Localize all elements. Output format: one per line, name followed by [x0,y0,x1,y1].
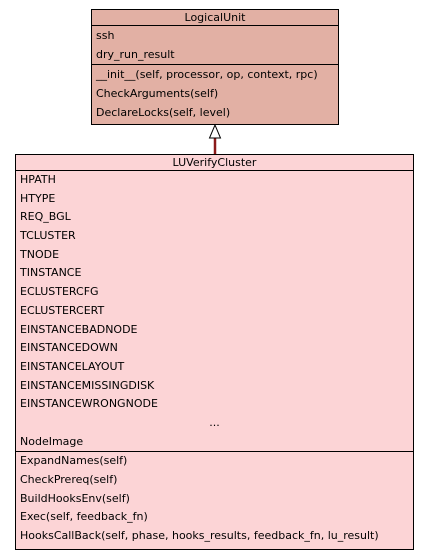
inheritance-arrow [208,123,222,155]
attribute-dry-run-result: dry_run_result [96,48,175,61]
inheritance-arrowhead-icon [208,123,222,139]
attribute-tcluster: TCLUSTER [20,229,76,243]
attribute-tinstance: TINSTANCE [20,266,82,280]
methods-section: __init__(self, processor, op, context, r… [92,64,338,122]
class-box-luverifycluster: LUVerifyCluster HPATH HTYPE REQ_BGL TCLU… [15,154,414,550]
attribute-einstancedown: EINSTANCEDOWN [20,341,118,355]
methods-section: ExpandNames(self) CheckPrereq(self) Buil… [16,451,413,545]
attribute-einstancemissingdisk: EINSTANCEMISSINGDISK [20,378,155,392]
attribute-einstancelayout: EINSTANCELAYOUT [20,359,125,373]
attributes-section: ssh dry_run_result [92,26,338,64]
attribute-htype: HTYPE [20,191,56,205]
method-expand-names: ExpandNames(self) [20,454,128,468]
attributes-section: HPATH HTYPE REQ_BGL TCLUSTER TNODE TINST… [16,171,413,451]
class-name-luverifycluster: LUVerifyCluster [16,155,413,171]
attribute-tnode: TNODE [20,247,60,261]
class-box-logicalunit: LogicalUnit ssh dry_run_result __init__(… [91,9,339,125]
method-check-prereq: CheckPrereq(self) [20,473,118,486]
attribute-einstancebadnode: EINSTANCEBADNODE [20,322,138,336]
attribute-eclustercfg: ECLUSTERCFG [20,285,99,299]
attribute-hpath: HPATH [20,173,56,186]
attributes-ellipsis: ... [209,415,220,429]
attribute-ssh: ssh [96,29,115,42]
method-init: __init__(self, processor, op, context, r… [96,68,318,81]
attribute-req-bgl: REQ_BGL [20,210,71,224]
attribute-eclustercert: ECLUSTERCERT [20,303,105,317]
method-check-arguments: CheckArguments(self) [96,87,219,100]
method-exec: Exec(self, feedback_fn) [20,510,148,524]
method-hooks-callback: HooksCallBack(self, phase, hooks_results… [20,529,379,543]
method-declare-locks: DeclareLocks(self, level) [96,106,231,119]
attribute-nodeimage: NodeImage [20,434,84,448]
class-name-logicalunit: LogicalUnit [92,10,338,26]
method-build-hooks-env: BuildHooksEnv(self) [20,491,130,505]
attribute-einstancewrongnode: EINSTANCEWRONGNODE [20,397,158,411]
